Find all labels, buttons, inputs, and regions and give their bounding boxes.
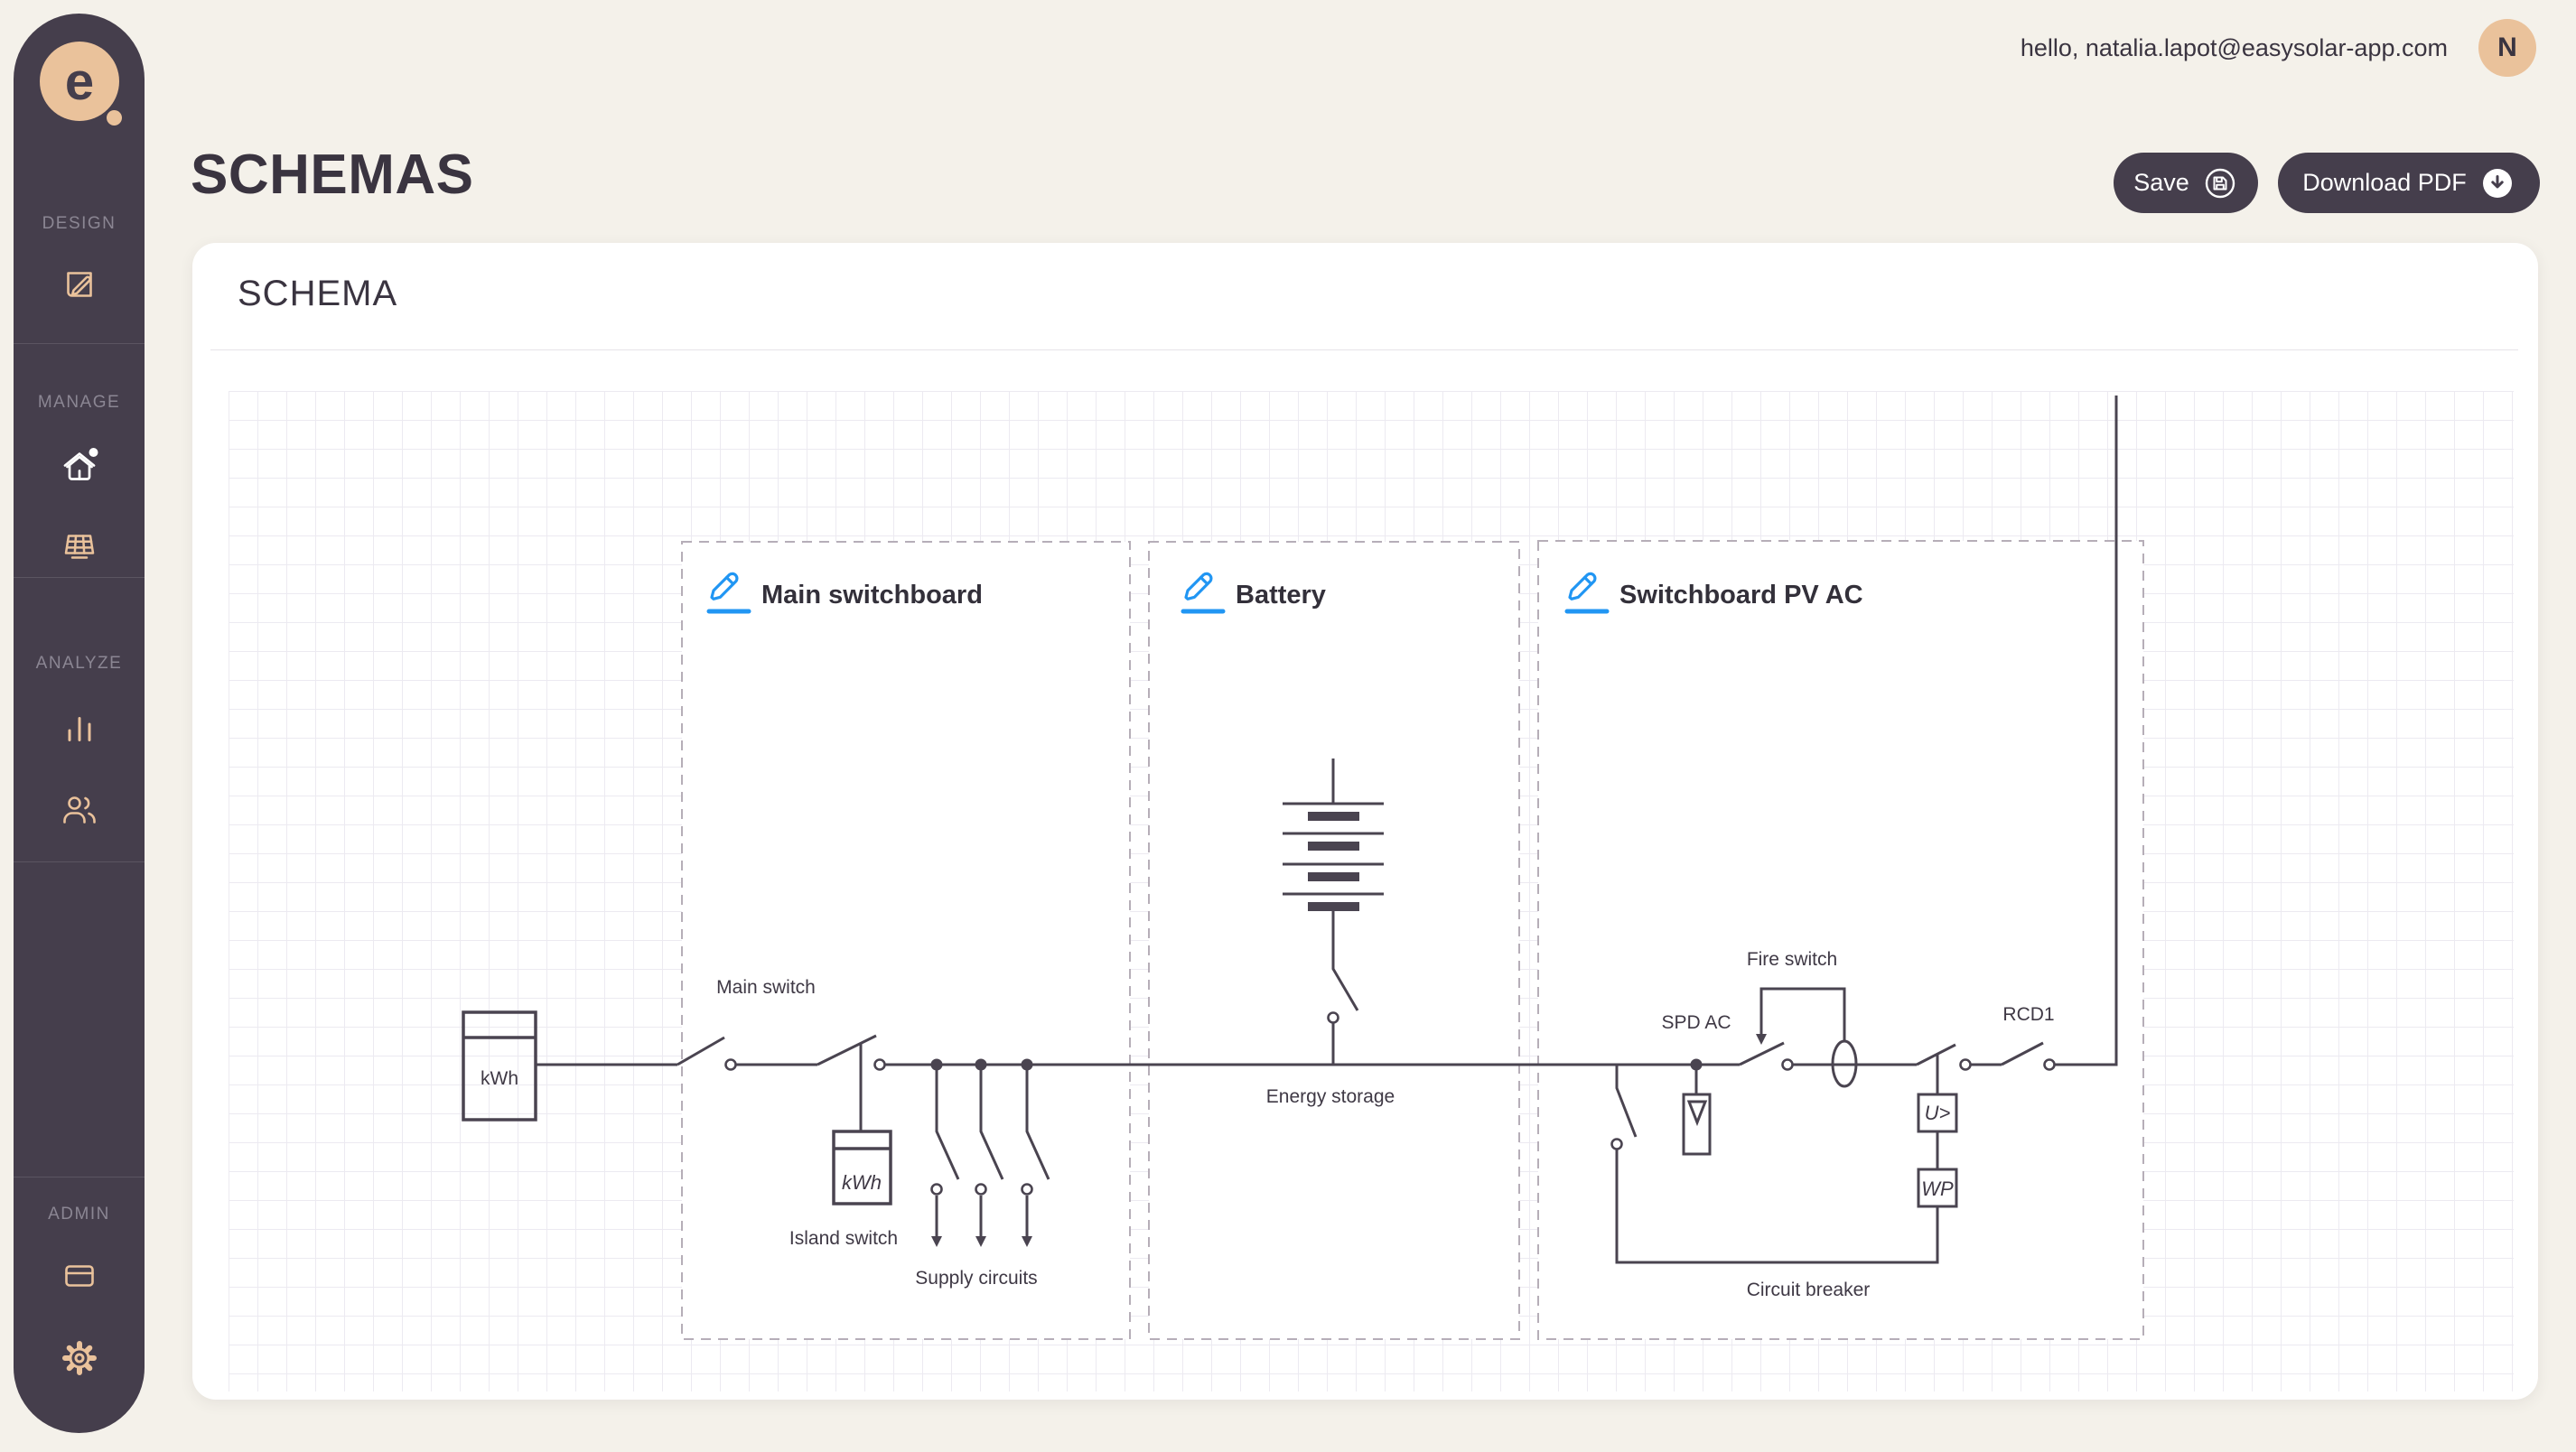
sidebar-divider <box>14 861 145 862</box>
supply-circuit-symbol[interactable] <box>975 1058 1004 1248</box>
battery-edit-icon[interactable] <box>1181 572 1226 614</box>
voltage-relay-label: U> <box>1925 1102 1951 1124</box>
avatar-initial: N <box>2497 33 2517 62</box>
edit-document-icon <box>59 272 100 309</box>
island-meter-symbol[interactable]: kWh <box>832 1130 892 1205</box>
switchboard-pv-ac-edit-icon[interactable] <box>1564 572 1610 614</box>
page-title: SCHEMAS <box>191 144 474 206</box>
card-title: SCHEMA <box>238 274 398 313</box>
logo-letter: e <box>64 51 95 111</box>
sidebar-section-manage: MANAGE <box>37 393 121 412</box>
sidebar-item-billing[interactable] <box>59 1255 100 1297</box>
supply-circuits-label: Supply circuits <box>915 1268 1037 1289</box>
pv-breaker-symbol[interactable]: U> WP <box>1916 1043 1972 1208</box>
avatar[interactable]: N <box>2478 19 2536 77</box>
rcd1-symbol[interactable] <box>1971 1041 2056 1071</box>
fire-switch-label: Fire switch <box>1747 949 1837 970</box>
sidebar-section-design: DESIGN <box>42 214 117 233</box>
user-greeting: hello, natalia.lapot@easysolar-app.com <box>2020 34 2448 61</box>
sidebar-item-installations[interactable] <box>59 526 100 568</box>
island-meter-label: kWh <box>842 1171 882 1194</box>
home-icon <box>59 448 100 489</box>
supply-circuit-symbol[interactable] <box>930 1058 960 1248</box>
schema-card: SCHEMA Main switchboard <box>192 243 2538 1400</box>
sidebar-item-projects[interactable] <box>59 444 100 486</box>
gear-icon <box>59 1341 100 1382</box>
sidebar-section-admin: ADMIN <box>48 1205 110 1224</box>
switchboard-pv-ac-box[interactable] <box>1537 540 2144 1340</box>
download-pdf-button[interactable]: Download PDF <box>2278 153 2540 213</box>
supply-circuit-symbol[interactable] <box>1021 1058 1050 1248</box>
energy-storage-symbol[interactable] <box>1283 759 1384 1065</box>
schema-canvas[interactable]: Main switchboard Battery Switchboard PV … <box>229 391 2514 1392</box>
save-button-label: Save <box>2133 169 2189 196</box>
main-switchboard-edit-icon[interactable] <box>706 572 751 614</box>
sidebar-divider <box>14 343 145 344</box>
sidebar-item-statistics[interactable] <box>59 707 100 749</box>
switchboard-pv-ac-title: Switchboard PV AC <box>1619 581 1863 610</box>
sidebar-item-design-editor[interactable] <box>59 264 100 305</box>
card-divider <box>210 349 2518 350</box>
rcd1-label: RCD1 <box>2002 1004 2054 1025</box>
save-icon <box>2202 165 2238 201</box>
sidebar: e DESIGN MANAGE <box>14 14 145 1433</box>
spd-ac-label: SPD AC <box>1661 1012 1731 1033</box>
circuit-breaker-symbol[interactable] <box>1610 1065 1939 1264</box>
grid-meter-label: kWh <box>481 1068 518 1089</box>
pv-riser-wire <box>2055 396 2118 1066</box>
main-switchboard-title: Main switchboard <box>761 581 983 610</box>
logo-dot-icon <box>107 110 122 126</box>
main-switch-symbol[interactable] <box>677 1034 886 1131</box>
credit-card-icon <box>59 1265 100 1300</box>
sidebar-section-analyze: ANALYZE <box>35 654 123 673</box>
download-pdf-label: Download PDF <box>2302 169 2467 196</box>
fire-switch-symbol[interactable] <box>1739 987 1917 1088</box>
solar-panel-icon <box>59 535 100 572</box>
battery-title: Battery <box>1236 581 1326 610</box>
notification-dot-icon <box>89 448 98 457</box>
wp-relay-label: WP <box>1921 1177 1954 1200</box>
energy-storage-label: Energy storage <box>1266 1086 1395 1107</box>
app-logo[interactable]: e <box>40 42 119 121</box>
island-switch-label: Island switch <box>789 1228 898 1249</box>
spd-ac-symbol[interactable] <box>1682 1058 1712 1156</box>
grid-meter-symbol[interactable]: kWh <box>462 1010 537 1122</box>
bar-chart-icon <box>59 717 100 752</box>
sidebar-item-settings[interactable] <box>59 1337 100 1379</box>
download-icon <box>2479 165 2515 201</box>
sidebar-item-customers[interactable] <box>59 789 100 831</box>
schema-diagram: Main switchboard Battery Switchboard PV … <box>462 396 2144 1340</box>
main-switch-label: Main switch <box>716 977 816 998</box>
users-icon <box>59 796 100 834</box>
sidebar-divider <box>14 577 145 578</box>
circuit-breaker-label: Circuit breaker <box>1747 1280 1871 1300</box>
main-switchboard-box[interactable] <box>681 541 1131 1340</box>
save-button[interactable]: Save <box>2114 153 2258 213</box>
